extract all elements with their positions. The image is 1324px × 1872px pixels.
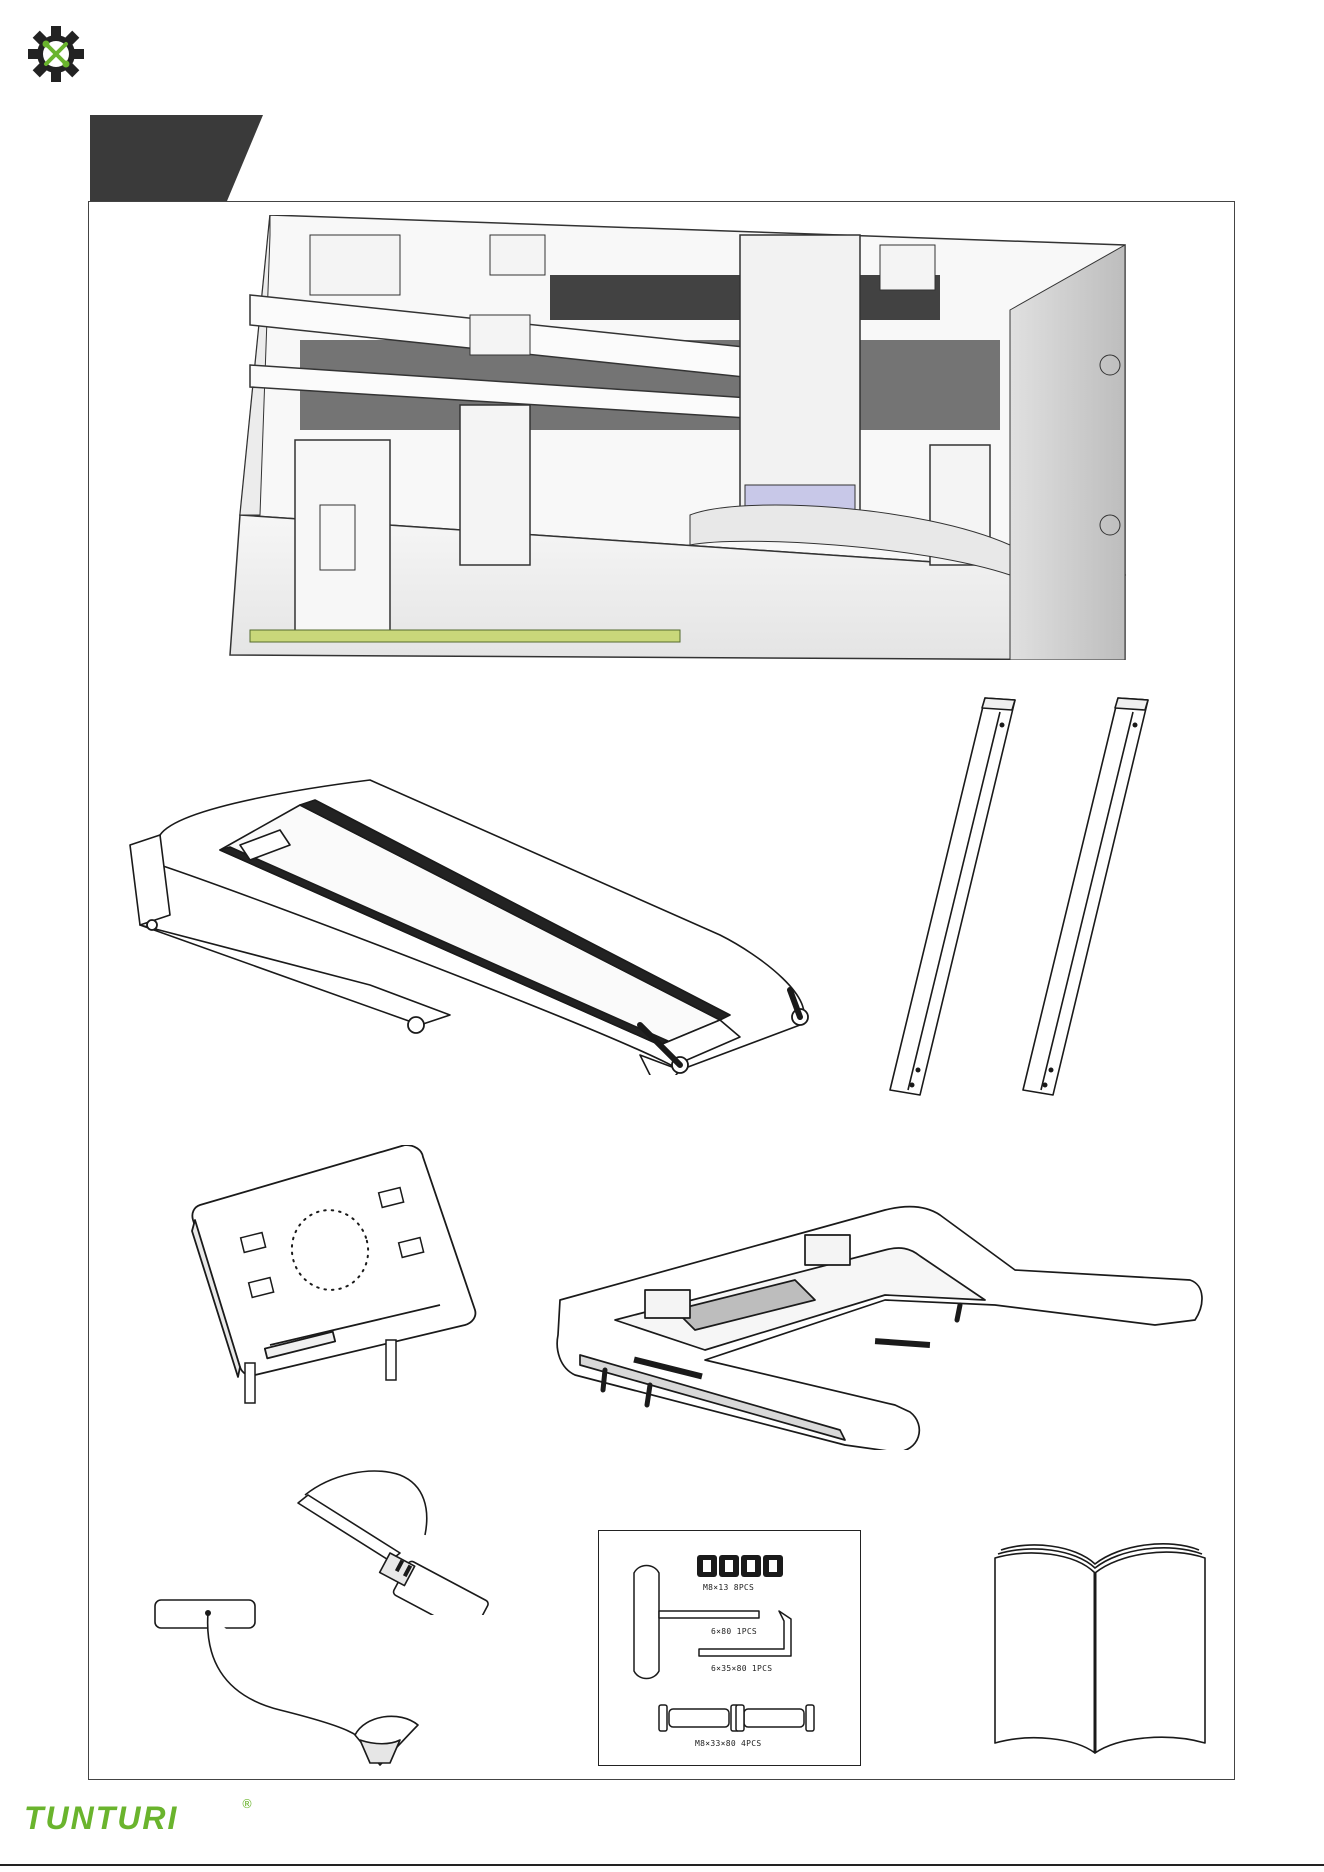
bolts-label: M8×13 8PCS	[703, 1583, 754, 1592]
console-panel-illustration	[190, 1145, 480, 1415]
brand-logo: TUNTURI	[24, 1800, 178, 1837]
hardware-pack: M8×13 8PCS 6×80 1PCS 6×35×80 1PCS M8×33×…	[598, 1530, 861, 1766]
handlebar-frame-illustration	[555, 1190, 1215, 1450]
axles-label: M8×33×80 4PCS	[695, 1739, 762, 1748]
hardware-pack-drawing	[599, 1531, 862, 1767]
safety-key-illustration	[150, 1595, 435, 1770]
bottom-rule	[0, 1864, 1324, 1866]
gear-wrench-screwdriver-icon	[26, 24, 86, 84]
wrench-label: 6×80 1PCS	[711, 1627, 757, 1636]
treadmill-deck-illustration	[120, 775, 840, 1075]
lubricant-bottle-illustration	[290, 1465, 490, 1615]
allen-key-label: 6×35×80 1PCS	[711, 1664, 772, 1673]
registered-mark: ®	[241, 1797, 253, 1811]
upright-tubes-illustration	[870, 690, 1190, 1100]
section-tab	[90, 115, 263, 201]
owners-manual-illustration	[990, 1538, 1220, 1763]
packaged-box-illustration	[220, 215, 1132, 660]
